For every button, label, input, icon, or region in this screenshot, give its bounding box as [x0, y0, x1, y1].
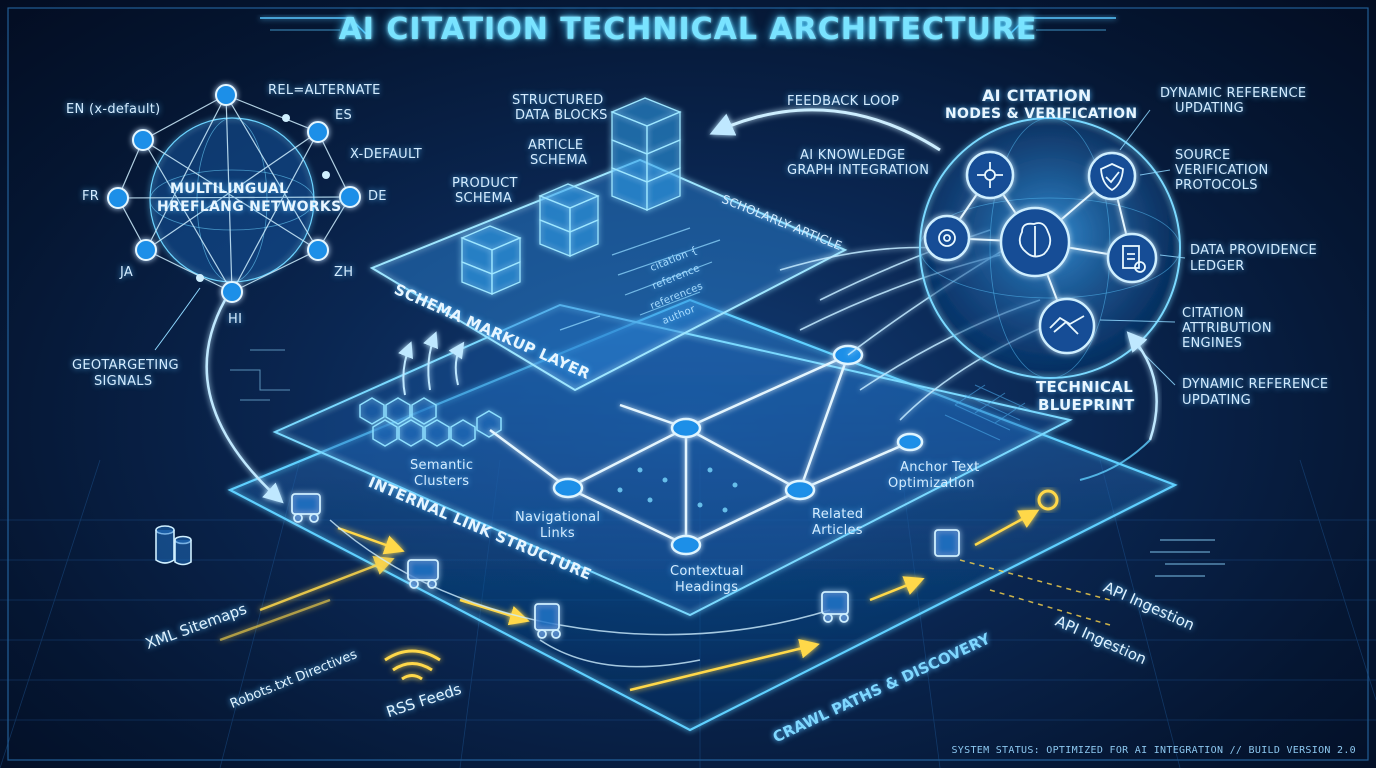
- contextual-headings-2: Headings: [675, 580, 739, 595]
- lang-ja: JA: [120, 265, 134, 280]
- ai-citation-sphere: [919, 117, 1181, 379]
- dynamic-reference-1a: DYNAMIC REFERENCE: [1160, 86, 1307, 101]
- lang-es: ES: [335, 108, 353, 123]
- semantic-clusters-2: Clusters: [414, 474, 470, 489]
- knowledge-graph-label-1: AI KNOWLEDGE: [800, 148, 906, 163]
- multilingual-title: MULTILINGUAL: [170, 181, 289, 197]
- brain-icon: [1018, 222, 1052, 258]
- handshake-icon: [1049, 315, 1085, 335]
- shield-check-icon: [1100, 163, 1124, 192]
- crawler-robot-icon: [291, 493, 960, 639]
- data-providence-b: LEDGER: [1190, 259, 1245, 274]
- source-verification-b: VERIFICATION: [1175, 163, 1269, 178]
- network-icon: [977, 162, 1003, 188]
- lang-zh: ZH: [334, 265, 354, 280]
- product-schema-label-2: SCHEMA: [455, 191, 513, 206]
- article-schema-label-2: SCHEMA: [530, 153, 588, 168]
- data-providence-a: DATA PROVIDENCE: [1190, 243, 1317, 258]
- page-title: AI CITATION TECHNICAL ARCHITECTURE: [338, 12, 1038, 47]
- gear-network-icon: [938, 229, 956, 247]
- structured-data-label-1: STRUCTURED: [512, 93, 604, 108]
- database-icon: [155, 525, 192, 566]
- knowledge-graph-label-2: GRAPH INTEGRATION: [787, 163, 930, 178]
- product-schema-label-1: PRODUCT: [452, 176, 518, 191]
- geotargeting-label-1: GEOTARGETING: [72, 358, 179, 373]
- citation-attribution-c: ENGINES: [1182, 336, 1243, 351]
- article-schema-label-1: ARTICLE: [528, 138, 584, 153]
- navigational-links-1: Navigational: [515, 510, 601, 525]
- source-verification-a: SOURCE: [1175, 148, 1231, 163]
- wifi-icon: [384, 649, 441, 681]
- lang-hi: HI: [228, 312, 243, 327]
- anchor-text-2: Optimization: [888, 476, 975, 491]
- lang-en: EN (x-default): [66, 102, 161, 117]
- source-verification-c: PROTOCOLS: [1175, 178, 1258, 193]
- semantic-clusters-1: Semantic: [410, 458, 474, 473]
- geotargeting-label-2: SIGNALS: [94, 374, 153, 389]
- hreflang-network: [107, 84, 361, 303]
- related-articles-1: Related: [812, 507, 864, 522]
- system-status: SYSTEM STATUS: OPTIMIZED FOR AI INTEGRAT…: [951, 745, 1356, 756]
- lang-fr: FR: [82, 189, 100, 204]
- lang-x-default: X-DEFAULT: [350, 147, 422, 162]
- feedback-loop-label: FEEDBACK LOOP: [787, 94, 900, 109]
- data-block-stacks: [460, 97, 682, 295]
- semantic-cluster-hexes: [359, 397, 502, 447]
- dynamic-reference-2a: DYNAMIC REFERENCE: [1182, 377, 1329, 392]
- technical-blueprint-1: TECHNICAL: [1036, 378, 1134, 396]
- structured-data-label-2: DATA BLOCKS: [515, 108, 608, 123]
- anchor-text-1: Anchor Text: [900, 460, 980, 475]
- dynamic-reference-1b: UPDATING: [1175, 101, 1244, 116]
- navigational-links-2: Links: [540, 526, 575, 541]
- related-articles-2: Articles: [812, 523, 863, 538]
- hreflang-title: HREFLANG NETWORKS: [157, 199, 342, 215]
- technical-blueprint-2: BLUEPRINT: [1038, 396, 1135, 414]
- ai-citation-subtitle: NODES & VERIFICATION: [945, 106, 1138, 122]
- ai-citation-title: AI CITATION: [982, 86, 1092, 105]
- document-check-icon: [1122, 245, 1146, 273]
- citation-attribution-a: CITATION: [1182, 306, 1244, 321]
- lang-rel-alternate: REL=ALTERNATE: [268, 83, 381, 98]
- lang-de: DE: [368, 189, 387, 204]
- citation-attribution-b: ATTRIBUTION: [1182, 321, 1272, 336]
- outer-frame: [7, 7, 1369, 761]
- dynamic-reference-2b: UPDATING: [1182, 393, 1251, 408]
- contextual-headings-1: Contextual: [670, 564, 744, 579]
